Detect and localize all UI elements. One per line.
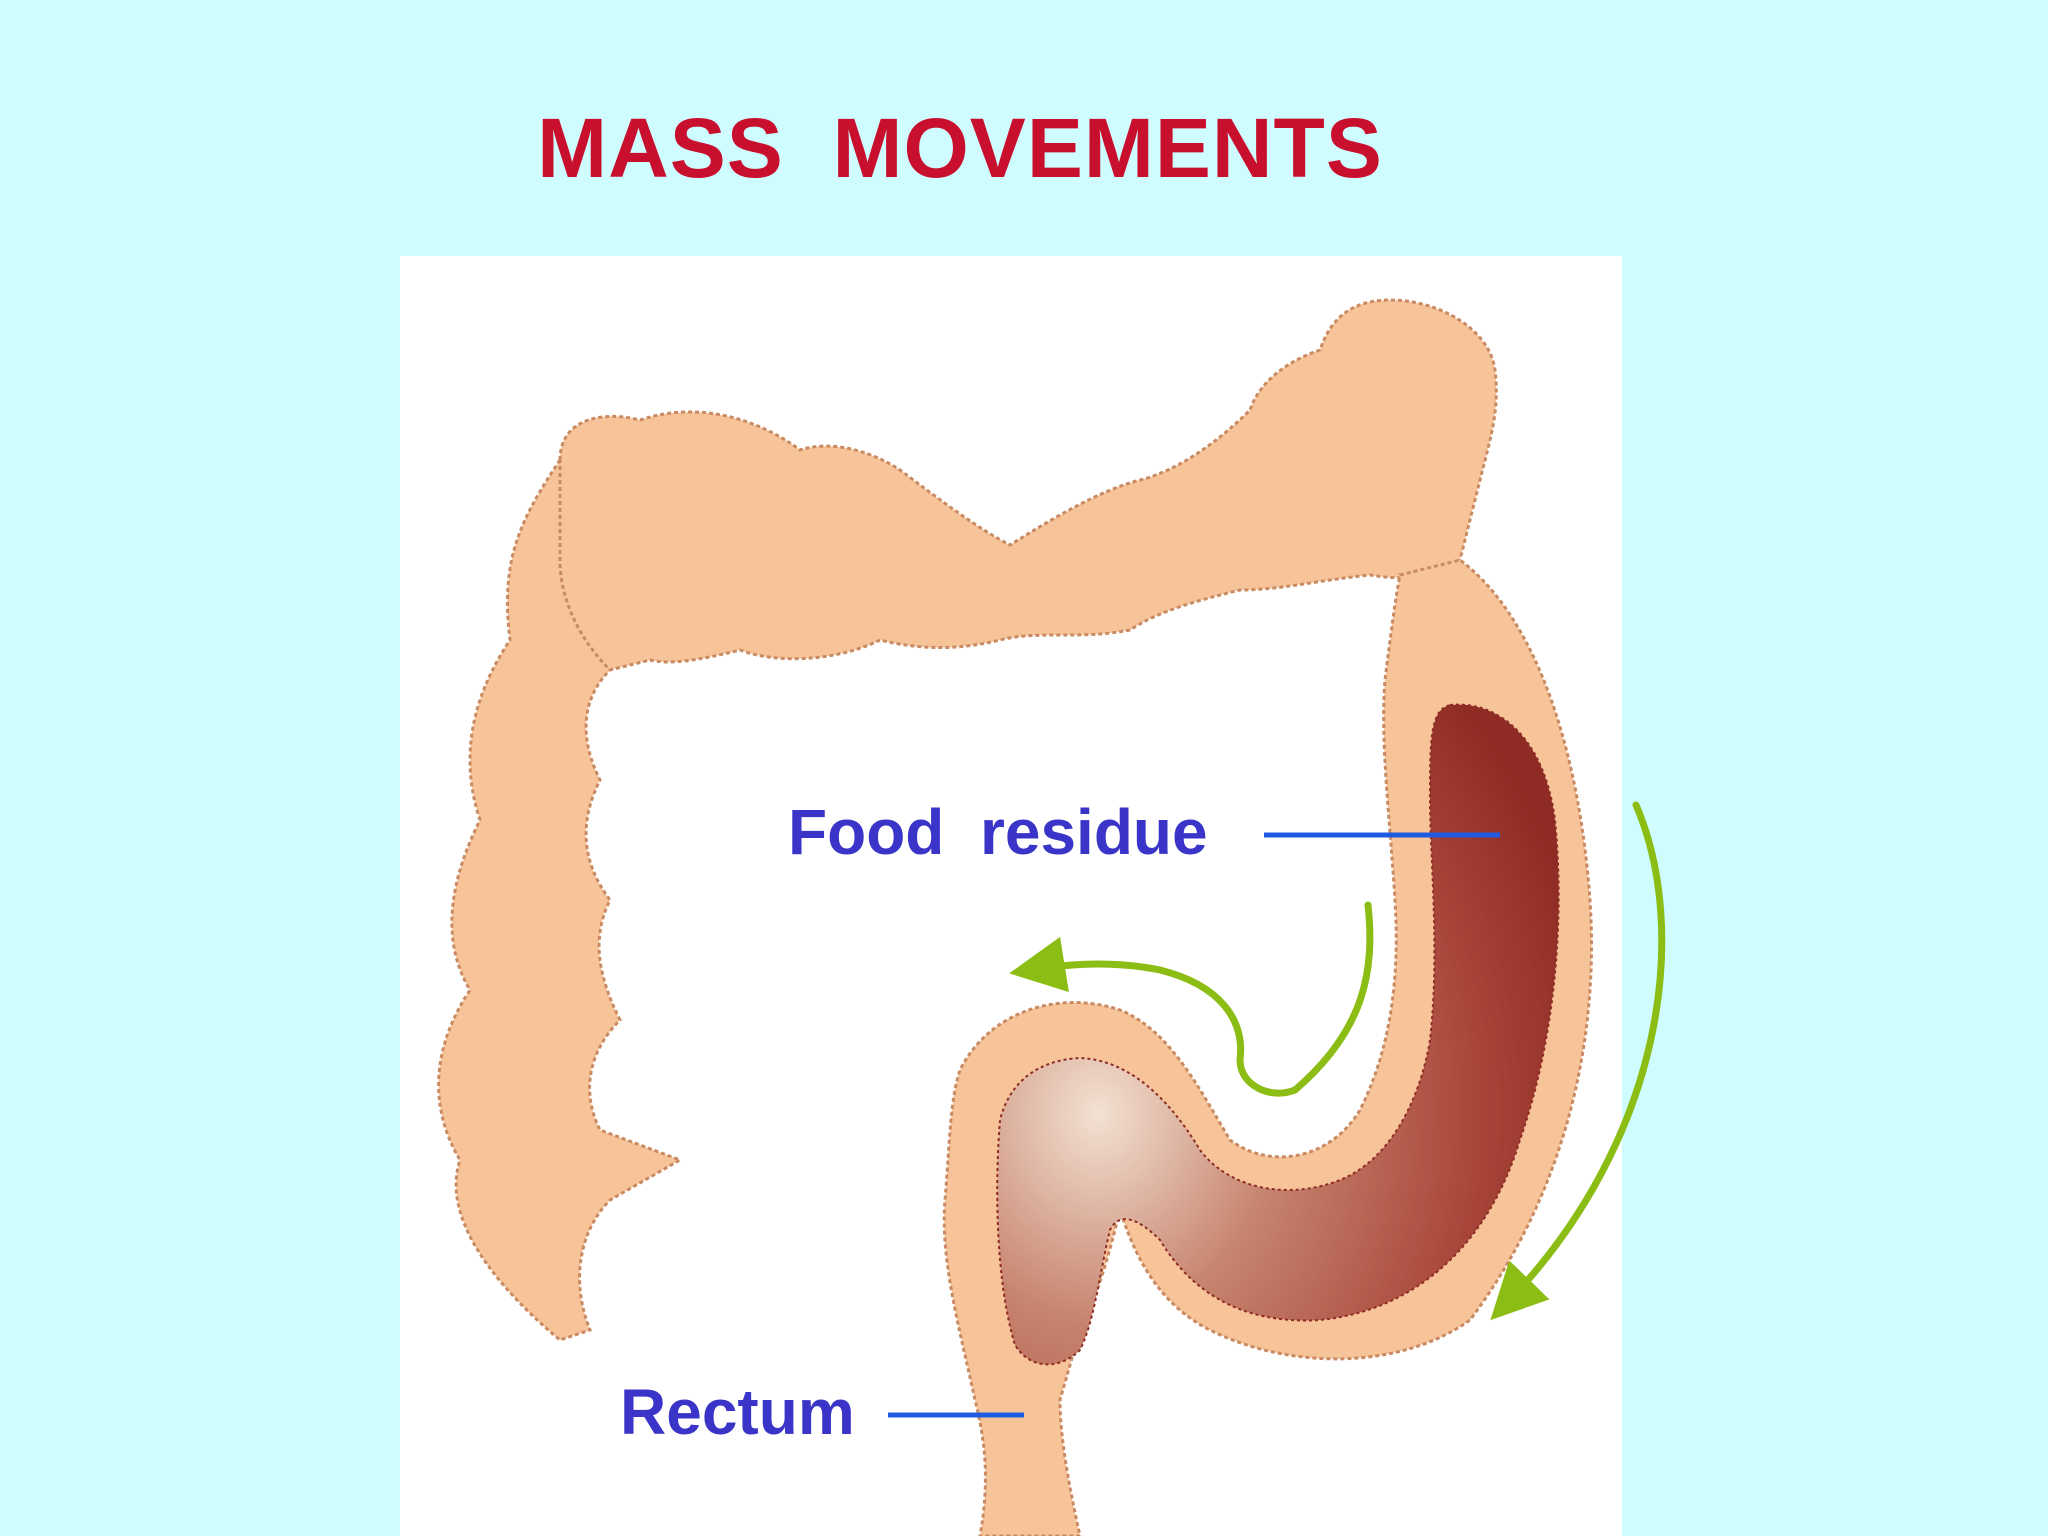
mass-movement-arrow-long (1490, 801, 1666, 1321)
ascending-colon (437, 457, 703, 1342)
descending-sigmoid-colon (942, 558, 1593, 1536)
rectum-label: Rectum (620, 1376, 855, 1448)
food-residue-label: Food residue (788, 796, 1208, 868)
food-residue-mass (996, 703, 1560, 1366)
reverse-movement-arrow (1009, 901, 1374, 1097)
transverse-colon (558, 298, 1498, 672)
slide-title: MASS MOVEMENTS (537, 101, 1383, 195)
